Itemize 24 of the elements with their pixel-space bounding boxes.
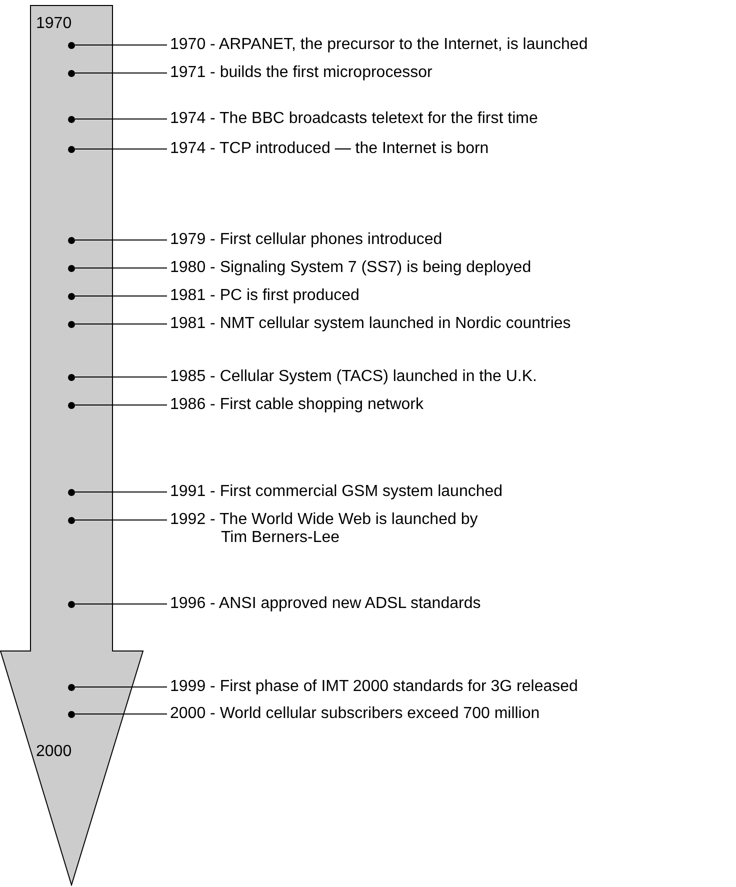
leader-line	[74, 404, 168, 406]
event-text: 1981 - PC is first produced	[170, 287, 360, 305]
leader-line	[74, 376, 168, 378]
year-label: 2000	[36, 743, 72, 761]
event-text: 1992 - The World Wide Web is launched by Tim Berners-Lee	[170, 511, 483, 547]
year-label: 1970	[36, 15, 72, 33]
event-text: 1996 - ANSI approved new ADSL standards	[170, 595, 481, 613]
event-text: 1991 - First commercial GSM system launched	[170, 483, 503, 501]
event-text: 1971 - builds the first microprocessor	[170, 64, 432, 82]
leader-line	[74, 44, 168, 46]
event-text: 1970 - ARPANET, the precursor to the Internet, is launched	[170, 36, 588, 54]
event-text: 1979 - First cellular phones introduced	[170, 231, 442, 249]
leader-line	[74, 72, 168, 74]
leader-line	[74, 148, 168, 150]
event-text: 1985 - Cellular System (TACS) launched in the U.K.	[170, 368, 537, 386]
event-text: 1986 - First cable shopping network	[170, 396, 424, 414]
leader-line	[74, 118, 168, 120]
event-text: 1974 - The BBC broadcasts teletext for the first time	[170, 110, 538, 128]
event-text: 1980 - Signaling System 7 (SS7) is being deployed	[170, 259, 532, 277]
event-text: 2000 - World cellular subscribers exceed 700 million	[170, 705, 540, 723]
event-text: 1974 - TCP introduced — the Internet is born	[170, 140, 489, 158]
leader-line	[74, 686, 168, 688]
event-text: 1999 - First phase of IMT 2000 standards for 3G released	[170, 678, 578, 696]
event-text: 1981 - NMT cellular system launched in Nordic countries	[170, 315, 571, 333]
